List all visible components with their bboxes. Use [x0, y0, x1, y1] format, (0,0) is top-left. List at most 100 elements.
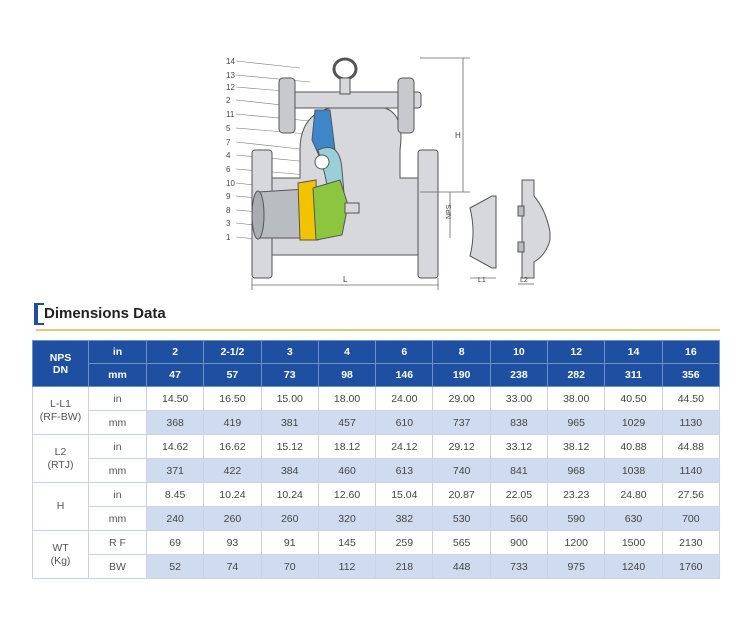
- data-cell: 419: [203, 410, 262, 435]
- section-title-bracket: [34, 303, 44, 325]
- data-cell: 29.00: [432, 386, 491, 411]
- part-number-label: 11: [226, 110, 235, 119]
- data-cell: 23.23: [547, 482, 606, 507]
- row-unit-cell: mm: [88, 458, 147, 483]
- row-group-name: L-L1: [49, 397, 71, 410]
- data-cell: 38.00: [547, 386, 606, 411]
- part-number-label: 10: [226, 179, 235, 188]
- dim-nps-label: NPS: [446, 204, 453, 219]
- part-number-label: 1: [226, 233, 231, 242]
- nps-size-cell: 3: [260, 340, 319, 364]
- data-cell: 590: [547, 506, 606, 531]
- data-cell: 2130: [661, 530, 721, 555]
- data-cell: 52: [145, 554, 205, 579]
- data-cell: 384: [260, 458, 319, 483]
- dn-size-cell: 73: [260, 363, 319, 387]
- data-cell: 24.00: [375, 386, 434, 411]
- data-cell: 1240: [604, 554, 663, 579]
- data-cell: 965: [547, 410, 606, 435]
- row-group-label: L-L1(RF-BW): [32, 386, 89, 435]
- data-cell: 12.60: [317, 482, 377, 507]
- part-number-label: 5: [226, 124, 231, 133]
- dn-size-cell: 190: [432, 363, 491, 387]
- data-cell: 15.04: [375, 482, 434, 507]
- row-group-label: WT(Kg): [32, 530, 89, 579]
- data-cell: 457: [317, 410, 377, 435]
- data-cell: 700: [661, 506, 721, 531]
- part-number-label: 3: [226, 219, 231, 228]
- row-group-name: WT: [52, 541, 69, 554]
- data-cell: 70: [260, 554, 319, 579]
- data-cell: 74: [203, 554, 262, 579]
- data-cell: 422: [203, 458, 262, 483]
- row-group-subname: (RF-BW): [39, 410, 82, 423]
- data-cell: 733: [489, 554, 549, 579]
- data-cell: 10.24: [203, 482, 262, 507]
- data-cell: 1500: [604, 530, 663, 555]
- callout-leader-line: [235, 74, 311, 83]
- row-unit-cell: mm: [88, 506, 147, 531]
- data-cell: 841: [489, 458, 549, 483]
- data-cell: 22.05: [489, 482, 549, 507]
- nps-size-cell: 12: [547, 340, 606, 364]
- data-cell: 381: [260, 410, 319, 435]
- header-unit-in: in: [88, 340, 147, 364]
- part-number-label: 7: [226, 138, 231, 147]
- data-cell: 40.50: [604, 386, 663, 411]
- valve-body: [251, 77, 439, 279]
- dn-size-cell: 47: [145, 363, 205, 387]
- data-cell: 320: [317, 506, 377, 531]
- part-number-label: 9: [226, 192, 231, 201]
- data-cell: 69: [145, 530, 205, 555]
- data-cell: 368: [145, 410, 205, 435]
- callout-leader-line: [235, 113, 311, 122]
- callout-leader-line: [235, 60, 301, 69]
- row-group-name: L2: [54, 445, 67, 458]
- section-title: Dimensions Data: [44, 305, 166, 322]
- data-cell: 24.80: [604, 482, 663, 507]
- rtj-end-detail: [517, 179, 551, 285]
- data-cell: 15.12: [260, 434, 319, 459]
- data-cell: 44.50: [661, 386, 721, 411]
- dn-size-cell: 57: [203, 363, 262, 387]
- data-cell: 968: [547, 458, 606, 483]
- data-cell: 240: [145, 506, 205, 531]
- row-unit-cell: mm: [88, 410, 147, 435]
- dn-size-cell: 238: [489, 363, 549, 387]
- header-unit-mm: mm: [88, 363, 147, 387]
- data-cell: 613: [375, 458, 434, 483]
- data-cell: 530: [432, 506, 491, 531]
- dimension-lines: [251, 57, 470, 290]
- data-cell: 560: [489, 506, 549, 531]
- eyebolt: [332, 57, 358, 95]
- data-cell: 259: [375, 530, 434, 555]
- data-cell: 260: [260, 506, 319, 531]
- dim-l-label: L: [343, 275, 348, 284]
- data-cell: 44.88: [661, 434, 721, 459]
- dn-size-cell: 98: [317, 363, 377, 387]
- data-cell: 382: [375, 506, 434, 531]
- part-number-label: 8: [226, 206, 231, 215]
- header-label-dn: DN: [52, 363, 69, 376]
- data-cell: 838: [489, 410, 549, 435]
- part-number-label: 13: [226, 71, 235, 80]
- data-cell: 460: [317, 458, 377, 483]
- dim-l1-label: L1: [478, 277, 486, 284]
- data-cell: 14.50: [145, 386, 205, 411]
- row-unit-cell: R F: [88, 530, 147, 555]
- data-cell: 145: [317, 530, 377, 555]
- nps-size-cell: 2: [145, 340, 205, 364]
- bw-end-detail: [469, 195, 497, 279]
- callout-leader-line: [235, 141, 301, 150]
- data-cell: 15.00: [260, 386, 319, 411]
- data-cell: 91: [260, 530, 319, 555]
- data-cell: 218: [375, 554, 434, 579]
- dim-h-label: H: [455, 131, 461, 140]
- nps-size-cell: 6: [375, 340, 434, 364]
